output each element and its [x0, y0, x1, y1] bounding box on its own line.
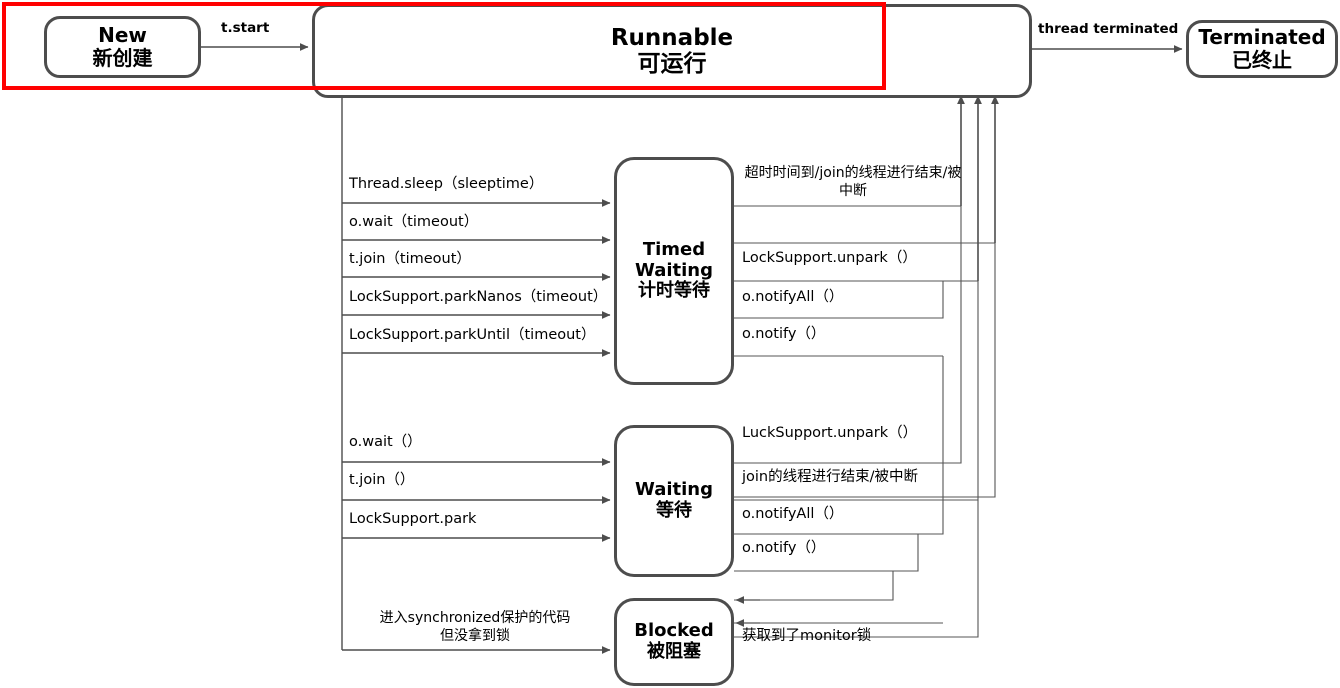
- state-terminated-label-en: Terminated: [1198, 25, 1326, 49]
- edge-label-thread-sleep: Thread.sleep（sleeptime）: [349, 176, 544, 192]
- highlight-frame-new-state: [2, 2, 886, 90]
- state-box-new[interactable]: New 新创建: [44, 16, 201, 78]
- state-timed-waiting-label-zh: 计时等待: [638, 280, 710, 302]
- state-timed-waiting-label-en1: Timed: [642, 238, 706, 260]
- edge-label-acquired-monitor: 获取到了monitor锁: [742, 628, 872, 644]
- edge-label-notify-timed: o.notify（）: [742, 326, 826, 342]
- edge-label-t-start: t.start: [221, 20, 270, 36]
- edge-label-locksupport-unpark-timed: LockSupport.unpark（）: [742, 250, 917, 266]
- state-box-terminated[interactable]: Terminated 已终止: [1186, 20, 1338, 78]
- edge-label-enter-synchronized: 进入synchronized保护的代码 但没拿到锁: [340, 610, 610, 645]
- edge-label-thread-terminated: thread terminated: [1038, 21, 1179, 37]
- state-blocked-label-zh: 被阻塞: [647, 641, 701, 662]
- state-runnable-label-en: Runnable: [610, 24, 734, 51]
- edge-label-enter-synchronized-line2: 但没拿到锁: [440, 627, 510, 644]
- edge-label-t-join: t.join（）: [349, 472, 415, 488]
- edge-label-t-join-timeout: t.join（timeout）: [349, 251, 471, 267]
- edge-label-lucksupport-unpark: LuckSupport.unpark（）: [742, 425, 918, 441]
- edge-label-join-finished: join的线程进行结束/被中断: [742, 469, 919, 485]
- edge-label-notifyall-waiting: o.notifyAll（）: [742, 506, 844, 522]
- edge-label-locksupport-park: LockSupport.park: [349, 511, 477, 527]
- state-new-label-zh: 新创建: [92, 46, 153, 70]
- edge-label-o-wait-timeout: o.wait（timeout）: [349, 214, 479, 230]
- edge-label-timeout-expired: 超时时间到/join的线程进行结束/被中断: [744, 165, 962, 199]
- edge-label-parkuntil: LockSupport.parkUntil（timeout）: [349, 327, 596, 343]
- state-runnable-label-zh: 可运行: [637, 51, 707, 77]
- state-timed-waiting-label-en2: Waiting: [634, 259, 713, 281]
- edge-label-enter-synchronized-line1: 进入synchronized保护的代码: [379, 610, 571, 626]
- state-terminated-label-zh: 已终止: [1232, 48, 1292, 72]
- state-box-blocked[interactable]: Blocked 被阻塞: [614, 598, 734, 686]
- state-box-waiting[interactable]: Waiting 等待: [614, 425, 734, 577]
- edge-label-notify-waiting: o.notify（）: [742, 540, 826, 556]
- state-waiting-label-en: Waiting: [634, 479, 713, 501]
- state-box-timed-waiting[interactable]: Timed Waiting 计时等待: [614, 157, 734, 385]
- edge-label-notifyall-timed: o.notifyAll（）: [742, 289, 844, 305]
- state-waiting-label-zh: 等待: [656, 500, 692, 521]
- state-blocked-label-en: Blocked: [634, 620, 714, 642]
- edge-label-o-wait: o.wait（）: [349, 434, 422, 450]
- edge-label-parknanos: LockSupport.parkNanos（timeout）: [349, 289, 608, 305]
- state-new-label-en: New: [98, 23, 147, 47]
